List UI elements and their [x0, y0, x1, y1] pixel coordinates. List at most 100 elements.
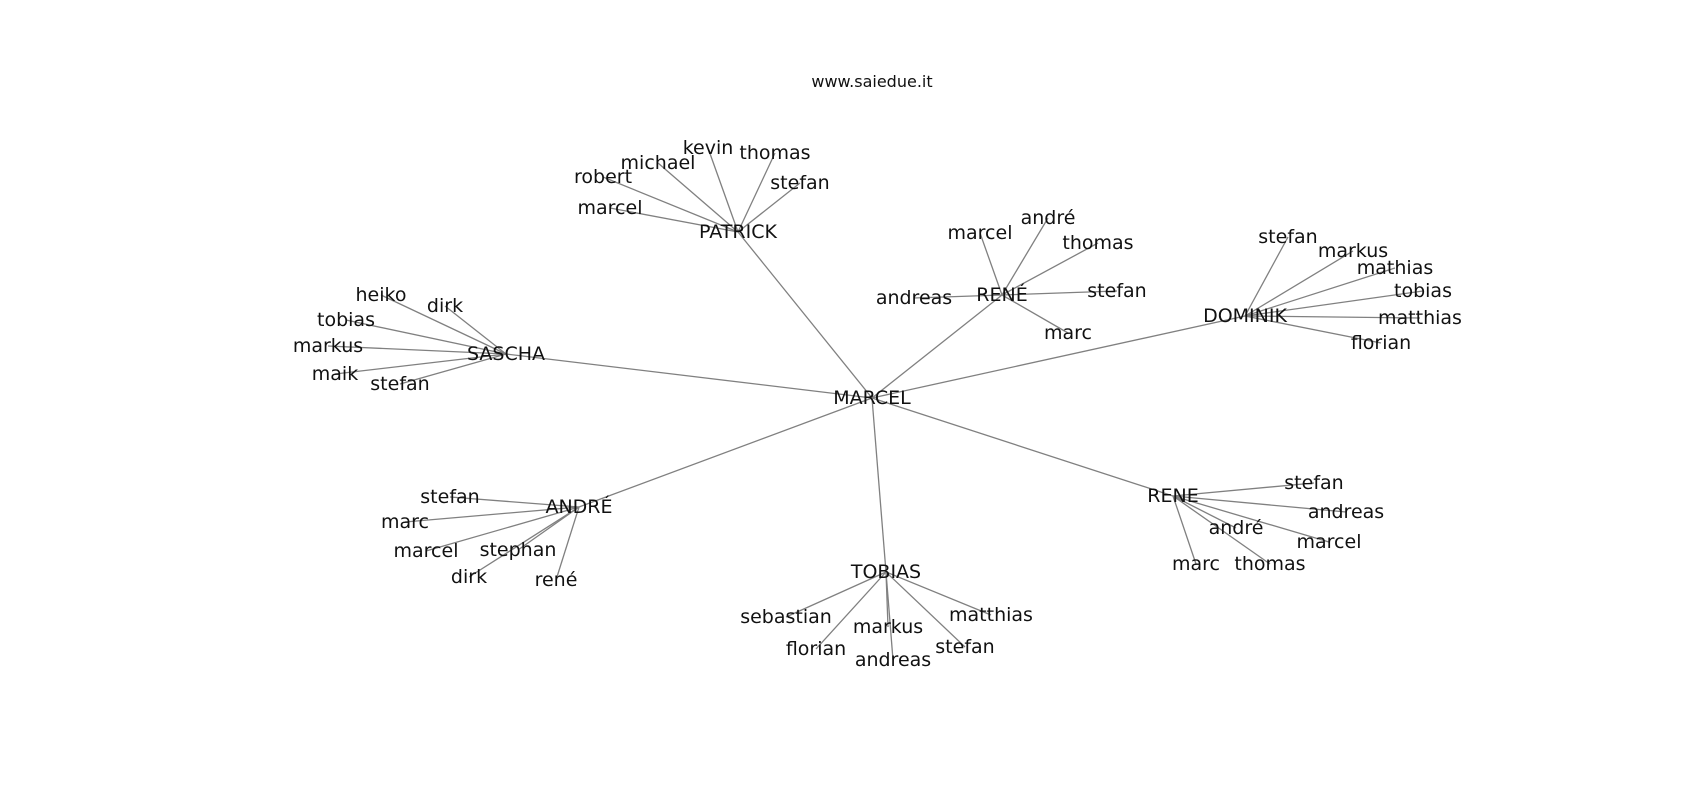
- edge-rene-andreas: [1172, 495, 1347, 513]
- edge-dominik-mathias: [1244, 267, 1396, 317]
- leaf-node-andre-marcel: marcel: [394, 540, 459, 562]
- edge-sascha-dirk: [444, 305, 507, 355]
- leaf-node-rene-accent-stefan: stefan: [1087, 280, 1146, 302]
- edge-rene-accent-thomas: [1001, 242, 1099, 296]
- leaf-node-andre-stephan: stephan: [480, 539, 557, 561]
- hub-node-andre: ANDRÉ: [545, 495, 612, 518]
- edge-sascha-stefan: [399, 353, 507, 385]
- leaf-node-rene-accent-thomas: thomas: [1062, 232, 1133, 254]
- leaf-node-andre-rene: rené: [535, 569, 578, 591]
- edge-dominik-markus: [1244, 250, 1354, 317]
- leaf-node-rene-accent-marcel: marcel: [948, 222, 1013, 244]
- edge-root-sascha: [505, 353, 873, 399]
- edge-patrick-kevin: [707, 147, 739, 233]
- leaf-node-patrick-marcel: marcel: [578, 197, 643, 219]
- leaf-node-dominik-mathias: mathias: [1357, 257, 1433, 279]
- edge-rene-accent-stefan: [1001, 290, 1118, 296]
- leaf-node-rene-stefan: stefan: [1284, 472, 1343, 494]
- edge-dominik-matthias: [1244, 315, 1421, 319]
- edge-root-andre: [578, 397, 873, 508]
- leaf-node-sascha-heiko: heiko: [356, 284, 407, 306]
- leaf-node-sascha-markus: markus: [293, 335, 363, 357]
- leaf-node-rene-accent-marc: marc: [1044, 322, 1092, 344]
- leaf-node-sascha-stefan: stefan: [370, 373, 429, 395]
- edge-rene-accent-marc: [1001, 294, 1069, 334]
- edge-sascha-tobias: [345, 319, 507, 355]
- leaf-node-andre-dirk: dirk: [451, 566, 487, 588]
- edge-patrick-robert: [602, 176, 739, 233]
- edge-root-dominik: [871, 315, 1246, 399]
- edge-root-tobias: [871, 397, 887, 573]
- hub-node-sascha: SASCHA: [467, 343, 545, 365]
- edge-sascha-markus: [327, 345, 507, 355]
- edge-sascha-maik: [334, 353, 507, 375]
- leaf-node-patrick-kevin: kevin: [683, 137, 734, 159]
- leaf-node-sascha-dirk: dirk: [427, 295, 463, 317]
- edge-patrick-stefan: [737, 182, 801, 233]
- hub-node-patrick: PATRICK: [699, 221, 777, 243]
- hub-node-rene: RENE: [1147, 485, 1198, 507]
- edge-tobias-florian: [815, 571, 887, 650]
- leaf-node-patrick-stefan: stefan: [770, 172, 829, 194]
- edge-rene-thomas: [1172, 495, 1271, 565]
- edge-andre-marcel: [425, 506, 580, 552]
- leaf-node-tobias-sebastian: sebastian: [740, 606, 832, 628]
- leaf-node-sascha-maik: maik: [312, 363, 358, 385]
- edge-patrick-thomas: [737, 152, 776, 233]
- root-node: MARCEL: [833, 387, 911, 409]
- leaf-node-dominik-tobias: tobias: [1394, 280, 1452, 302]
- leaf-node-rene-andreas: andreas: [1308, 501, 1384, 523]
- leaf-node-tobias-matthias: matthias: [949, 604, 1033, 626]
- leaf-node-patrick-robert: robert: [574, 166, 632, 188]
- leaf-node-patrick-thomas: thomas: [739, 142, 810, 164]
- edge-root-rene: [871, 397, 1174, 497]
- edge-rene-marcel: [1172, 495, 1330, 543]
- edge-tobias-sebastian: [785, 571, 887, 618]
- leaf-node-tobias-andreas: andreas: [855, 649, 931, 671]
- page-title: www.saiedue.it: [811, 72, 933, 91]
- leaf-node-rene-andre: andré: [1209, 517, 1264, 539]
- hub-node-rene-accent: RENÉ: [976, 283, 1027, 306]
- leaf-node-rene-thomas: thomas: [1234, 553, 1305, 575]
- edge-rene-marc: [1172, 495, 1197, 565]
- leaf-node-rene-marcel: marcel: [1297, 531, 1362, 553]
- leaf-node-dominik-markus: markus: [1318, 240, 1388, 262]
- hub-node-dominik: DOMINIK: [1203, 305, 1287, 327]
- edge-tobias-andreas: [885, 571, 894, 661]
- edge-rene-accent-andreas: [913, 294, 1003, 299]
- edge-patrick-michael: [657, 162, 739, 233]
- edge-andre-marc: [404, 506, 580, 523]
- leaf-node-rene-accent-andreas: andreas: [876, 287, 952, 309]
- leaf-node-rene-marc: marc: [1172, 553, 1220, 575]
- leaf-node-tobias-stefan: stefan: [935, 636, 994, 658]
- edge-andre-stefan: [449, 496, 580, 508]
- edge-dominik-stefan: [1244, 236, 1289, 317]
- edge-patrick-marcel: [609, 207, 739, 233]
- edge-andre-dirk: [468, 506, 580, 578]
- leaf-node-andre-marc: marc: [381, 511, 429, 533]
- leaf-node-tobias-markus: markus: [853, 616, 923, 638]
- leaf-node-dominik-matthias: matthias: [1378, 307, 1462, 329]
- leaf-node-dominik-stefan: stefan: [1258, 226, 1317, 248]
- edge-rene-stefan: [1172, 482, 1315, 497]
- edge-tobias-matthias: [885, 571, 992, 616]
- edge-andre-rene: [555, 506, 580, 581]
- leaf-node-rene-accent-andre: andré: [1021, 207, 1076, 229]
- edge-root-rene-accent: [871, 294, 1003, 399]
- leaf-node-tobias-florian: florian: [786, 638, 846, 660]
- leaf-node-dominik-florian: florian: [1351, 332, 1411, 354]
- leaf-node-sascha-tobias: tobias: [317, 309, 375, 331]
- edge-dominik-florian: [1244, 315, 1382, 344]
- edge-rene-accent-marcel: [979, 232, 1003, 296]
- edge-tobias-stefan: [885, 571, 966, 648]
- hub-node-tobias: TOBIAS: [850, 561, 921, 583]
- leaf-node-patrick-michael: michael: [621, 152, 696, 174]
- edges-layer: [327, 147, 1424, 661]
- edge-rene-andre: [1172, 495, 1237, 529]
- edge-rene-accent-andre: [1001, 217, 1049, 296]
- edge-root-patrick: [737, 231, 873, 399]
- edge-dominik-tobias: [1244, 290, 1424, 317]
- edge-sascha-heiko: [380, 294, 507, 355]
